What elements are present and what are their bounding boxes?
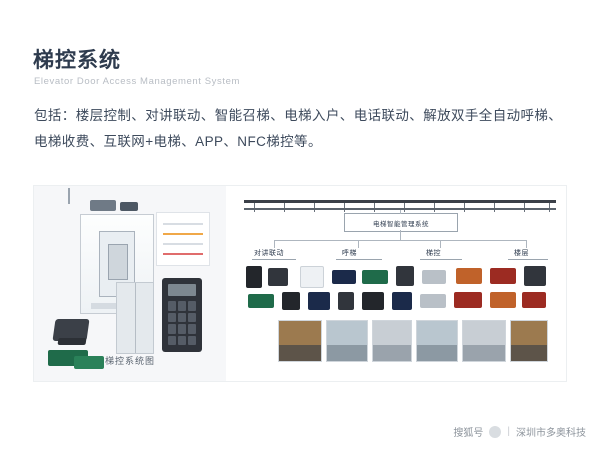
branch-3 xyxy=(440,240,441,248)
device-call-button xyxy=(338,292,354,310)
column-underline-access xyxy=(420,259,462,260)
photo-panel-detail xyxy=(510,320,548,362)
device-floor-board xyxy=(490,268,516,284)
column-label-intercom: 对讲联动 xyxy=(254,250,284,257)
device-card-reader xyxy=(362,292,384,310)
topology-panel: 电梯智能管理系统 对讲联动 呼梯 梯控 楼层 xyxy=(226,186,566,381)
column-label-access: 梯控 xyxy=(426,250,441,257)
photo-reader-install xyxy=(416,320,458,362)
figure-caption: 梯控系统图 xyxy=(104,356,155,366)
footer: 搜狐号 | 深圳市多奥科技 xyxy=(453,424,586,439)
hub-downlink xyxy=(400,230,401,240)
photo-lobby xyxy=(278,320,322,362)
footer-separator: | xyxy=(507,426,510,437)
device-call-panel xyxy=(308,292,330,310)
keypad-screen-icon xyxy=(168,284,196,296)
photo-elevator-cab xyxy=(462,320,506,362)
controller-device-base-icon xyxy=(57,338,87,345)
device-intercom-pcb xyxy=(248,294,274,308)
source-label: 搜狐号 xyxy=(453,428,484,439)
controller-box-icon xyxy=(90,200,116,211)
keypad-buttons-icon xyxy=(168,301,196,345)
network-bus-ticks xyxy=(244,203,556,212)
hub-uplink xyxy=(400,210,401,214)
column-underline-intercom xyxy=(252,259,296,260)
device-floor-expander xyxy=(490,292,516,308)
device-intercom-speaker xyxy=(282,292,300,310)
page-subtitle: Elevator Door Access Management System xyxy=(34,76,241,87)
device-floor-extension xyxy=(522,292,546,308)
elevator-cable xyxy=(68,188,70,204)
column-underline-call xyxy=(336,259,382,260)
network-bus-upper xyxy=(244,200,556,203)
hub-node: 电梯智能管理系统 xyxy=(344,213,458,232)
system-diagram-figure: 梯控系统图 电梯智能管理系统 对讲联动 呼梯 xyxy=(33,185,567,382)
elevator-door-icon xyxy=(116,282,154,354)
body-paragraph: 包括：楼层控制、对讲联动、智能召梯、电梯入户、电话联动、解放双手全自动呼梯、电梯… xyxy=(34,108,563,149)
branch-2 xyxy=(358,240,359,248)
photo-intercom-install xyxy=(326,320,368,362)
column-label-call: 呼梯 xyxy=(342,250,357,257)
controller-box-small-icon xyxy=(120,202,138,211)
device-call-board xyxy=(332,270,356,284)
network-bus-lower xyxy=(244,208,556,210)
device-floor-controller xyxy=(456,268,482,284)
distribution-bar xyxy=(274,240,526,241)
device-access-panel xyxy=(392,292,412,310)
device-call-pcb xyxy=(362,270,388,284)
device-intercom-panel xyxy=(268,268,288,286)
elevator-illustration-panel: 梯控系统图 xyxy=(34,186,226,381)
pcb-board-secondary-icon xyxy=(74,356,104,369)
device-access-reader xyxy=(396,266,414,286)
branch-1 xyxy=(274,240,275,248)
keypad-reader-icon xyxy=(162,278,202,352)
branch-4 xyxy=(526,240,527,248)
device-intercom-terminal xyxy=(246,266,262,288)
elevator-shaft-icon xyxy=(80,214,154,314)
column-underline-floor xyxy=(508,259,548,260)
page-title: 梯控系统 xyxy=(33,49,121,72)
device-floor-terminal xyxy=(524,266,546,286)
device-indoor-monitor xyxy=(300,266,324,288)
column-label-floor: 楼层 xyxy=(514,250,529,257)
device-access-relay xyxy=(420,294,446,308)
device-access-module xyxy=(422,270,446,284)
sohu-logo-icon xyxy=(489,425,502,438)
elevator-cab-icon xyxy=(108,244,128,280)
publisher-name: 深圳市多奥科技 xyxy=(516,428,586,439)
signal-panel-icon xyxy=(156,212,210,266)
device-floor-relay xyxy=(454,292,482,308)
photo-elevator-door xyxy=(372,320,412,362)
